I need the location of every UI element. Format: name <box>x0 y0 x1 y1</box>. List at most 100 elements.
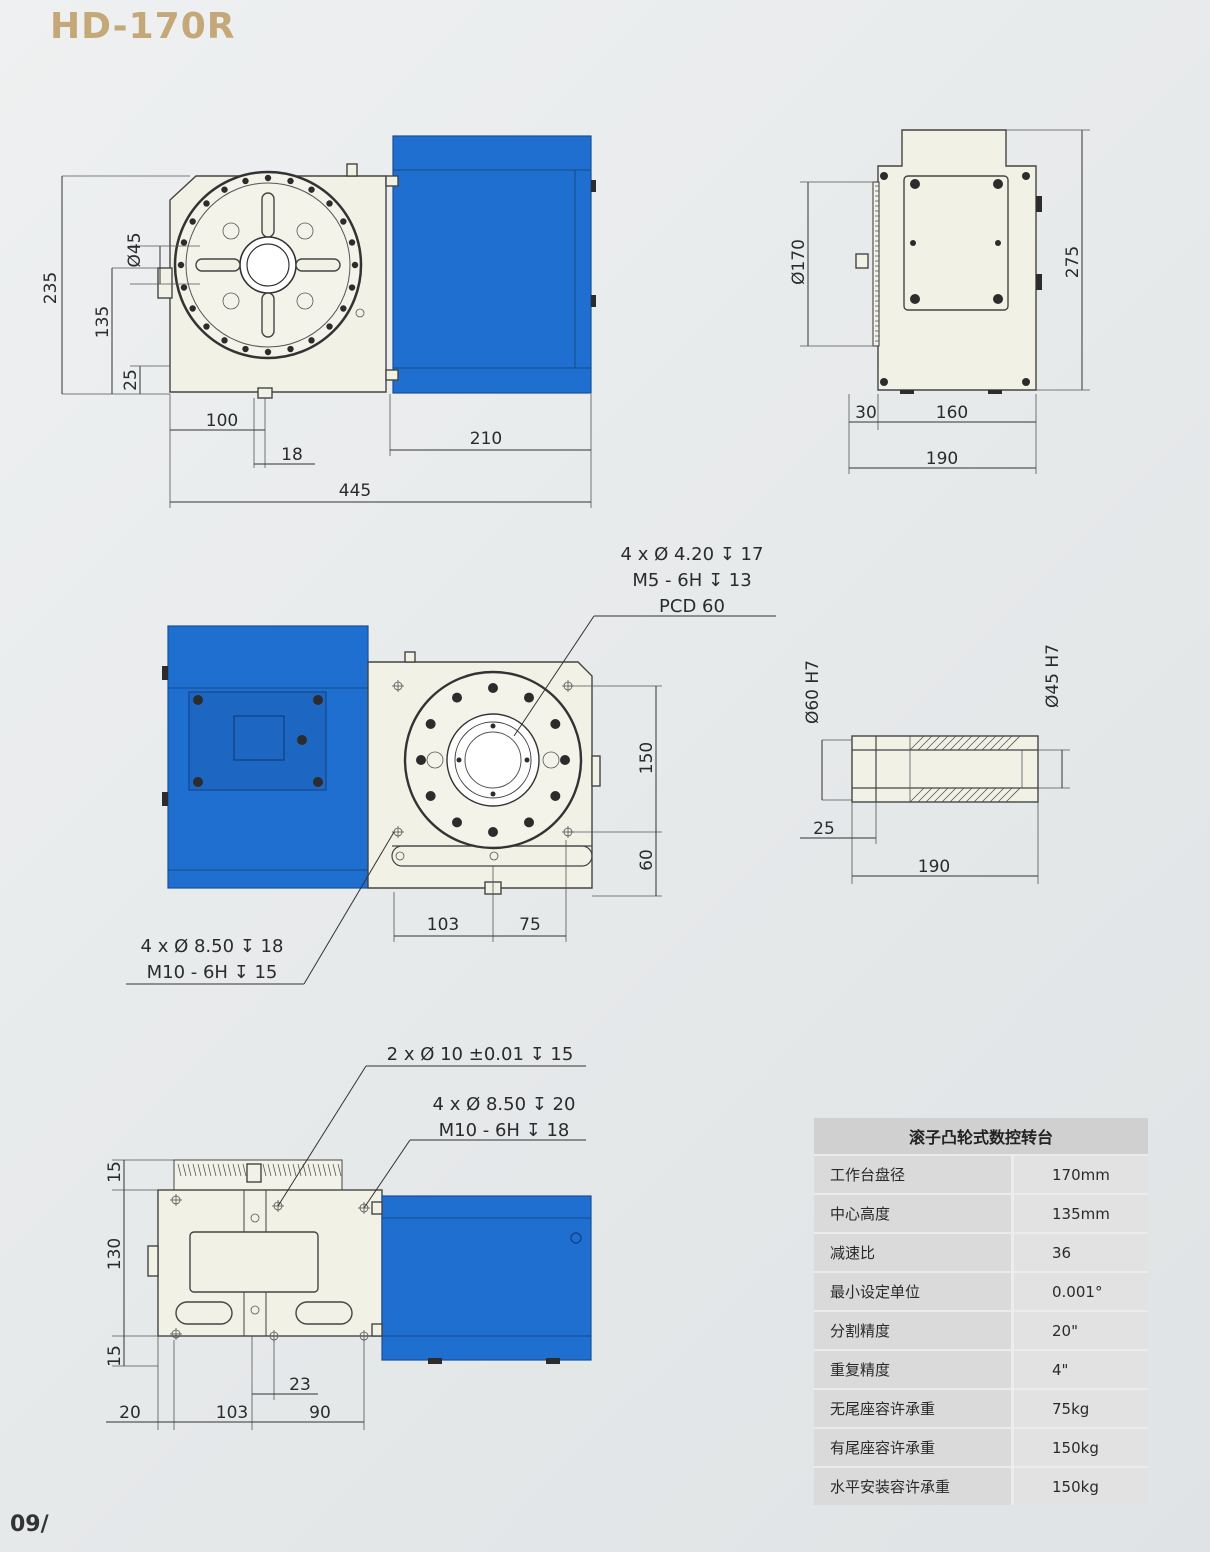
dim-60: 60 <box>637 849 657 871</box>
bolt-hole <box>326 200 333 207</box>
bolt-hole <box>351 261 359 269</box>
callout-top-line-2: M5 - 6H ↧ 13 <box>632 570 751 591</box>
bolt-hole <box>264 174 272 182</box>
top-view: 150 60 103 75 4 x Ø 4.20 ↧ 17 M5 - 6H ↧ … <box>126 544 776 985</box>
gear-tooth <box>202 1163 207 1177</box>
spec-label: 重复精度 <box>814 1349 1013 1389</box>
section-hatch <box>941 787 957 803</box>
gear-tooth <box>217 1163 222 1177</box>
bolt-hole <box>340 305 347 312</box>
bolt-hole <box>550 719 561 729</box>
bolt-hole <box>189 218 196 225</box>
gear-tooth <box>227 1163 232 1177</box>
gear-tooth <box>267 1163 272 1177</box>
dim-135: 135 <box>93 306 113 338</box>
section-hatch <box>965 787 981 803</box>
bolt-hole <box>287 345 294 353</box>
gear-tooth <box>242 1163 247 1177</box>
bolt-hole <box>308 186 315 193</box>
spec-value: 150kg <box>1011 1466 1148 1505</box>
section-hatch <box>965 735 981 751</box>
bolt-hole <box>425 719 436 729</box>
gear-tooth <box>222 1163 227 1177</box>
spec-table-header: 滚子凸轮式数控转台 <box>814 1118 1148 1155</box>
spec-value: 170mm <box>1011 1154 1148 1194</box>
gear-tooth <box>192 1163 197 1177</box>
dim-150: 150 <box>637 742 657 774</box>
gear-tooth <box>332 1163 337 1177</box>
spec-value: 0.001° <box>1011 1271 1148 1311</box>
side-view: 275 Ø170 30 160 190 <box>789 129 1090 474</box>
bolt-hole <box>425 791 436 801</box>
gear-tooth <box>197 1163 202 1177</box>
bolt-hole <box>221 186 228 193</box>
bolt-hole <box>287 177 294 185</box>
bolt-hole <box>560 755 570 765</box>
gear-tooth <box>297 1163 302 1177</box>
bolt-hole <box>203 200 210 207</box>
gear-tooth <box>287 1163 292 1177</box>
section-hatch <box>997 787 1013 803</box>
gear-tooth <box>262 1163 267 1177</box>
section-hatch <box>973 787 989 803</box>
gear-tooth <box>232 1163 237 1177</box>
bolt-hole <box>524 817 534 828</box>
dim-diameter-45: Ø45 <box>125 232 145 267</box>
dim-210: 210 <box>470 429 502 449</box>
dim-130: 130 <box>105 1238 125 1270</box>
bolt-hole <box>340 218 347 225</box>
spec-label: 工作台盘径 <box>814 1154 1013 1194</box>
page-number: 09/ <box>10 1512 49 1537</box>
dim-25: 25 <box>121 369 141 391</box>
callout-top-line-3: PCD 60 <box>659 596 725 617</box>
tapped-hole <box>456 757 462 763</box>
section-hatch <box>917 787 933 803</box>
section-hatch <box>917 735 933 751</box>
section-hatch <box>1005 735 1021 751</box>
bolt-hole <box>189 305 196 312</box>
dim-30: 30 <box>855 403 877 423</box>
callout-mount-line-1: 4 x Ø 8.50 ↧ 20 <box>433 1094 576 1115</box>
gear-tooth <box>337 1163 342 1177</box>
bolt-hole <box>221 337 228 344</box>
section-hatch <box>949 787 965 803</box>
section-hatch <box>989 787 1005 803</box>
section-hatch <box>933 735 949 751</box>
spec-label: 水平安装容许承重 <box>814 1466 1013 1505</box>
spec-value: 4" <box>1011 1349 1148 1389</box>
spec-label: 无尾座容许承重 <box>814 1388 1013 1428</box>
bolt-hole <box>203 323 210 330</box>
dim-235: 235 <box>41 272 61 304</box>
section-hatch <box>957 787 973 803</box>
section-hatch <box>997 735 1013 751</box>
dim-15-bottom: 15 <box>105 1345 125 1367</box>
gear-tooth <box>307 1163 312 1177</box>
bolt-hole <box>242 345 249 353</box>
spec-label: 分割精度 <box>814 1310 1013 1350</box>
spec-value: 150kg <box>1011 1427 1148 1467</box>
gear-tooth <box>237 1163 242 1177</box>
gear-tooth <box>187 1163 192 1177</box>
gear-tooth <box>317 1163 322 1177</box>
section-hatch <box>989 735 1005 751</box>
bolt-hole <box>348 284 356 291</box>
dim-90: 90 <box>309 1403 331 1423</box>
gear-tooth <box>322 1163 327 1177</box>
gear-tooth <box>212 1163 217 1177</box>
dim-445: 445 <box>339 481 371 501</box>
dim-20: 20 <box>119 1403 141 1423</box>
bottom-view: 2 x Ø 10 ±0.01 ↧ 15 4 x Ø 8.50 ↧ 20 M10 … <box>105 1044 592 1430</box>
bolt-hole <box>348 239 356 246</box>
front-view: 235 135 25 Ø45 100 18 210 445 <box>41 135 596 508</box>
callout-mount-line-2: M10 - 6H ↧ 18 <box>439 1120 570 1141</box>
dim-15-top: 15 <box>105 1161 125 1183</box>
dim-23: 23 <box>289 1375 311 1395</box>
section-hatch <box>933 787 949 803</box>
gear-tooth <box>327 1163 332 1177</box>
section-hatch <box>973 735 989 751</box>
